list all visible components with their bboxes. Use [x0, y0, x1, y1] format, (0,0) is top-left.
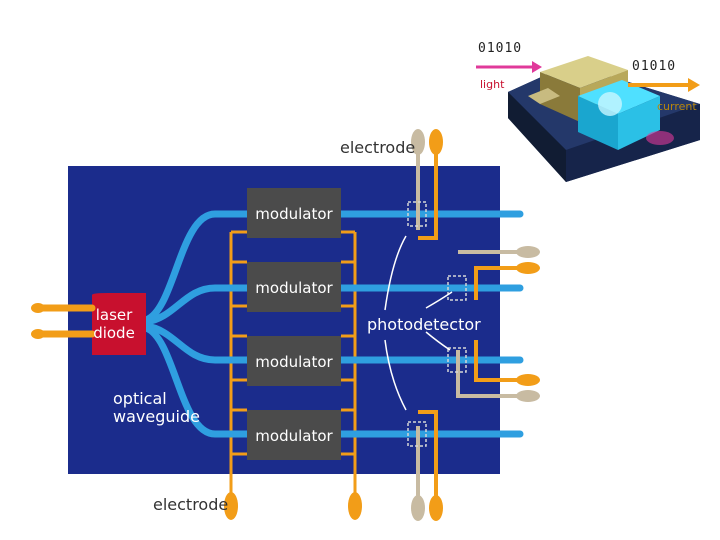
photodetector-3 — [447, 347, 467, 373]
optical-waveguides — [142, 210, 524, 438]
laser-label-line1: laser — [96, 306, 133, 324]
light-arrow-head — [532, 61, 542, 73]
modulator-2 — [247, 262, 341, 312]
photodetector-1 — [407, 201, 427, 227]
input-bits: 01010 — [478, 41, 522, 56]
modulator-1 — [247, 188, 341, 238]
modulators: modulator modulator modulator modulator — [247, 188, 341, 460]
electrode-bottom-label: electrode — [153, 495, 228, 514]
modulator-3 — [247, 336, 341, 386]
current-label: current — [657, 100, 697, 113]
modulator-4 — [247, 410, 341, 460]
modulator-label-4: modulator — [255, 427, 333, 445]
laser-label-line2: diode — [93, 324, 135, 342]
light-label: light — [480, 78, 505, 91]
modulator-label-3: modulator — [255, 353, 333, 371]
photodetector-2 — [447, 275, 467, 301]
electrode-pads — [224, 129, 540, 521]
inset-device — [508, 56, 700, 182]
waveguide-label-line1: optical — [113, 389, 167, 408]
photodetector-boxes — [407, 201, 467, 447]
photodetector-4 — [407, 421, 427, 447]
electrode-top-label: electrode — [340, 138, 415, 157]
output-bits: 01010 — [632, 59, 676, 74]
modulator-label-2: modulator — [255, 279, 333, 297]
modulator-label-1: modulator — [255, 205, 333, 223]
waveguide-label-line2: waveguide — [113, 407, 200, 426]
laser-diode: laser diode — [31, 293, 146, 355]
photodetector-arrows — [384, 235, 453, 411]
photodetector-label: photodetector — [367, 315, 481, 334]
modulator-electrode-lines — [229, 230, 357, 500]
current-arrow-head — [688, 78, 700, 92]
